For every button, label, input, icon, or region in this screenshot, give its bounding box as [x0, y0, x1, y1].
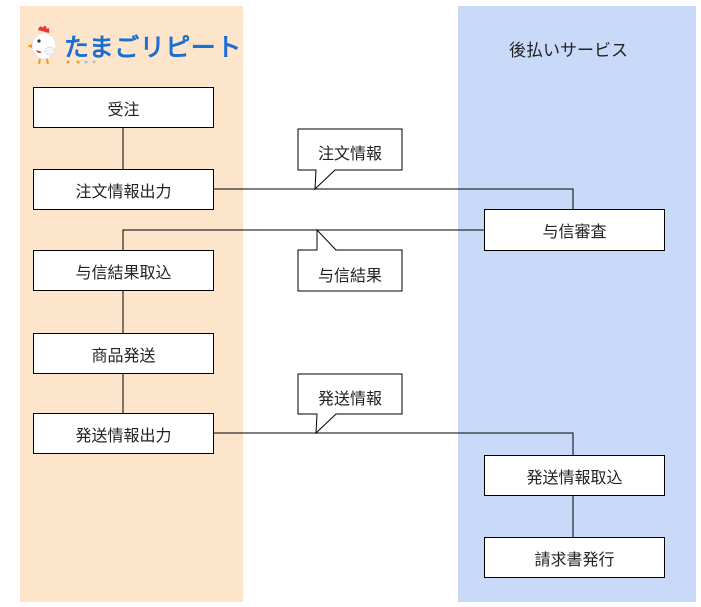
import-credit-result-box: 与信結果取込 [33, 250, 214, 291]
service-lane-title: 後払いサービス [509, 41, 628, 61]
import-shipping-info-box: 発送情報取込 [484, 455, 665, 496]
order-box: 受注 [33, 87, 214, 128]
ship-goods-box: 商品発送 [33, 333, 214, 374]
connector-shipping-info [214, 432, 574, 455]
callout-order-info-shape [297, 128, 403, 191]
connector-credit-result [122, 229, 484, 250]
callout-credit-result: 与信結果 [317, 266, 382, 285]
connector-order-info [214, 188, 574, 209]
export-shipping-info-box: 発送情報出力 [33, 413, 214, 454]
callout-credit-result-shape [297, 228, 403, 292]
callout-order-info: 注文情報 [317, 144, 382, 163]
logo-dots [66, 60, 96, 64]
credit-check-box: 与信審査 [484, 209, 665, 251]
chick-logo-icon [27, 25, 57, 65]
deferred-payment-lane [458, 6, 696, 602]
export-order-info-box: 注文情報出力 [33, 169, 214, 210]
callout-shipping-info-shape [297, 373, 403, 435]
callout-shipping-info: 発送情報 [317, 389, 382, 408]
tamago-repeat-logo: たまごリピート [27, 22, 241, 68]
logo-text: たまごリピート [64, 33, 242, 62]
issue-invoice-box: 請求書発行 [484, 537, 665, 578]
